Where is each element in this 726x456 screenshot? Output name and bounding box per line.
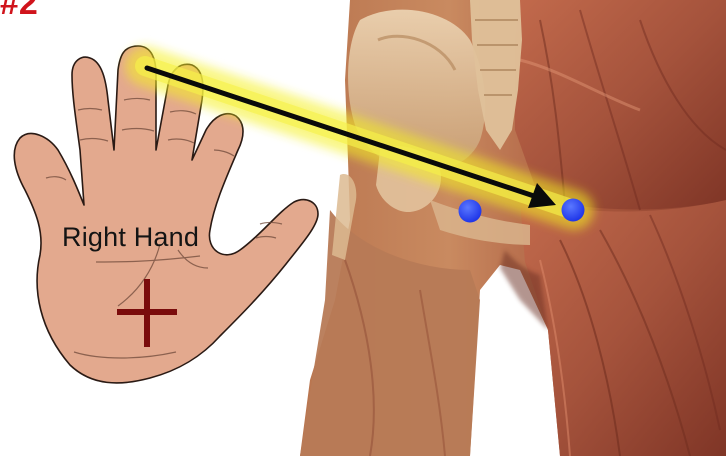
pelvis-anatomy-illustration: [300, 0, 726, 456]
body-point-left-icon: [459, 200, 482, 223]
corner-number-mark: #2: [0, 0, 38, 20]
hand-label: Right Hand: [62, 222, 199, 253]
abdominal-muscles: [515, 0, 726, 209]
body-point-right-icon: [562, 199, 585, 222]
right-thigh-muscles: [520, 200, 726, 456]
